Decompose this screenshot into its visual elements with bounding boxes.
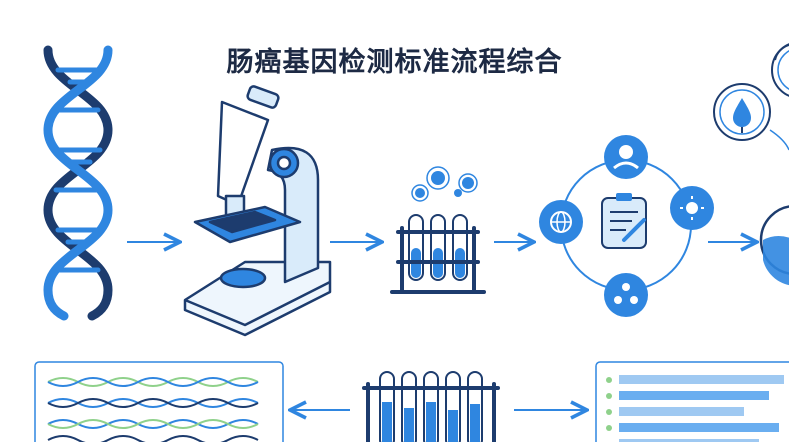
water-drop-icon xyxy=(713,43,789,151)
cell-network-icon xyxy=(604,273,648,317)
dna-sequence-panel-icon xyxy=(34,361,284,442)
globe-icon xyxy=(539,200,583,244)
sun-icon xyxy=(670,186,714,230)
clipboard-icon xyxy=(601,193,647,249)
data-report-panel-icon xyxy=(595,361,789,442)
test-tube-rack-icon xyxy=(390,166,486,294)
test-tube-rack-icon xyxy=(362,371,500,442)
diagram-title: 肠癌基因检测标准流程综合 xyxy=(226,47,563,78)
microscope-icon xyxy=(183,85,332,337)
dna-helix-icon xyxy=(43,45,113,321)
doctor-icon xyxy=(604,135,648,179)
flask-icon xyxy=(759,205,789,286)
analysis-hub-icon xyxy=(539,135,714,317)
